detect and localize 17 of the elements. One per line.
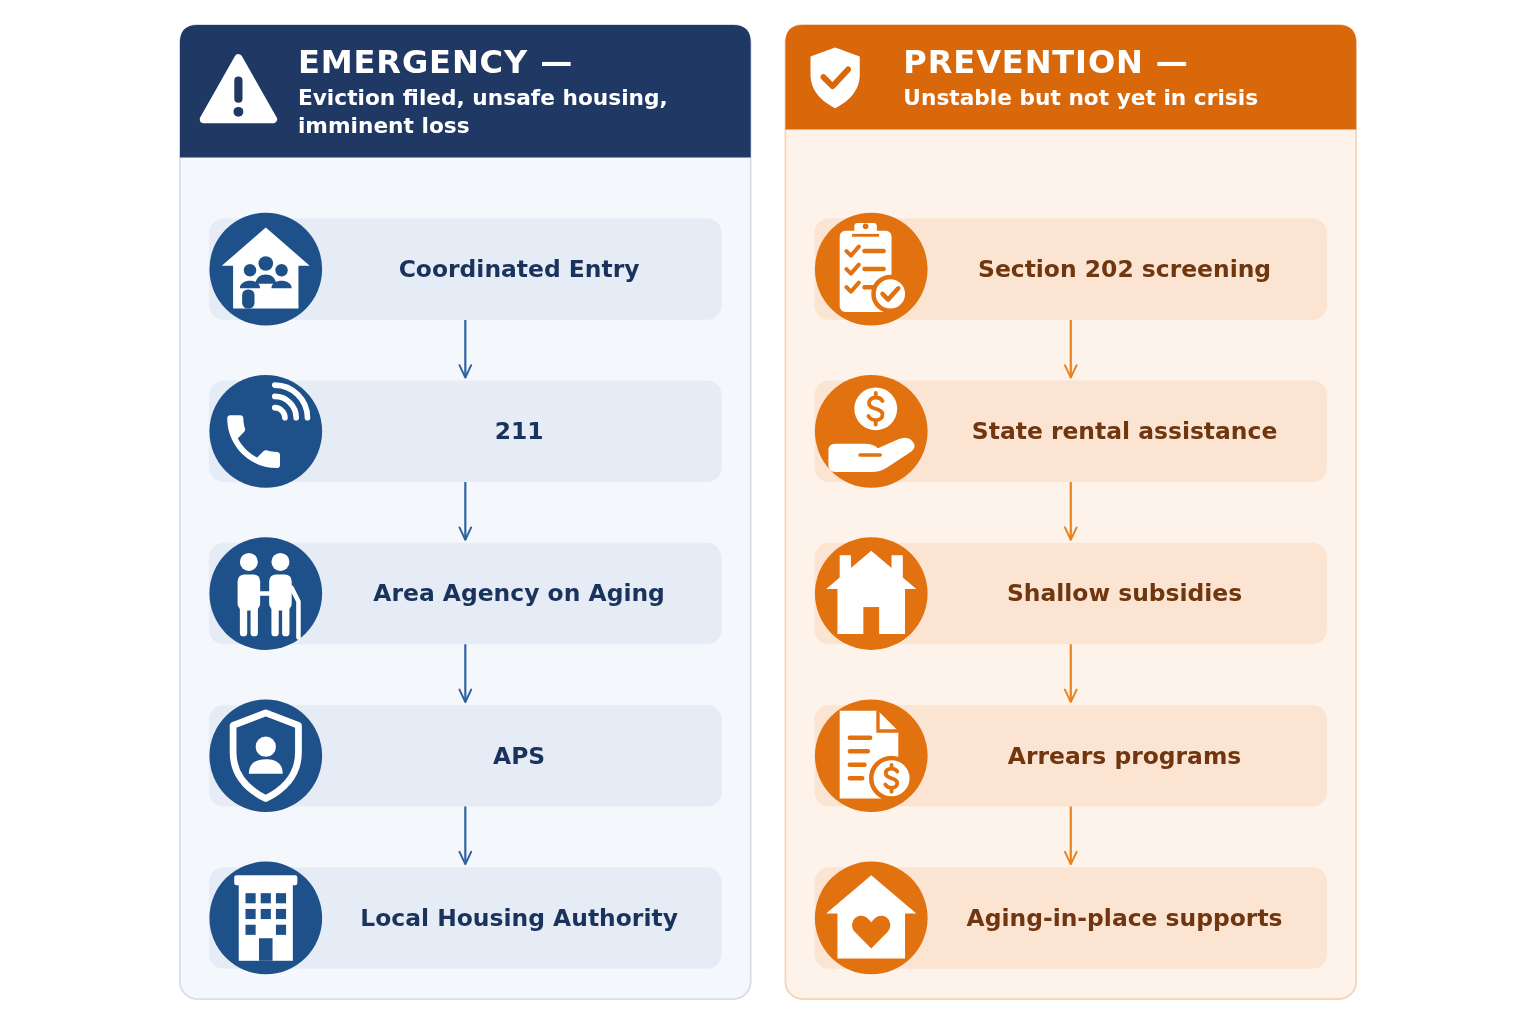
arrow [1063, 643, 1078, 703]
arrow [1063, 319, 1078, 379]
arrow [458, 643, 473, 703]
node-box: Coordinated Entry [208, 218, 722, 320]
arrow [1063, 481, 1078, 541]
arrow [458, 806, 473, 866]
arrow [458, 319, 473, 379]
node-box: Local Housing Authority [208, 867, 722, 969]
node-box: Shallow subsidies [814, 542, 1328, 645]
arrow [458, 481, 473, 541]
node-box: Arrears programs [814, 705, 1328, 807]
node-box: Aging-in-place supports [814, 867, 1328, 969]
node-box: Area Agency on Aging [208, 542, 722, 645]
node-box: State rental assistance [814, 380, 1328, 483]
node-box: Section 202 screening [814, 218, 1328, 320]
arrow [1063, 806, 1078, 866]
node-box: APS [208, 705, 722, 807]
